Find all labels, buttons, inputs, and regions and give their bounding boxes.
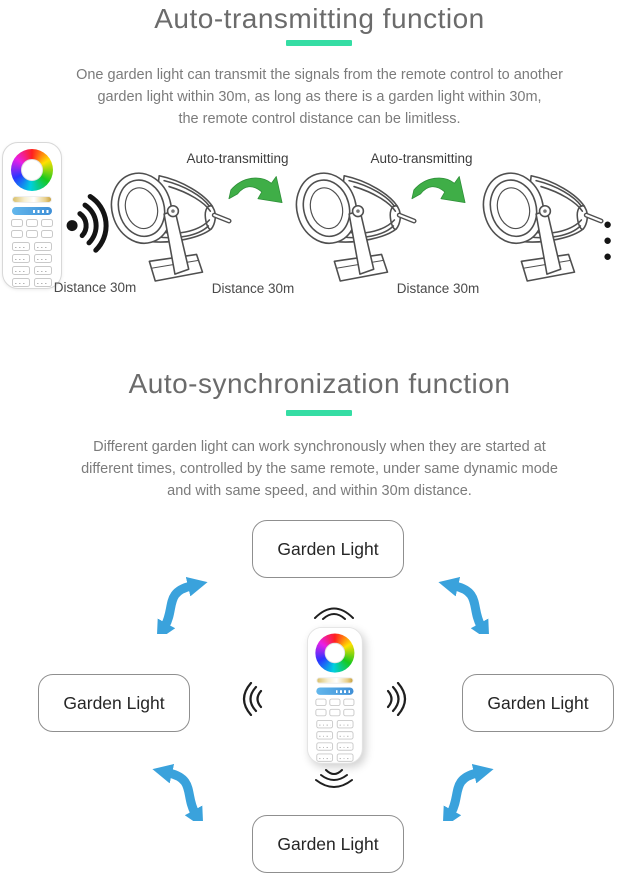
section-transmitting-description: One garden light can transmit the signal…	[0, 64, 639, 130]
section-synchronization-title: Auto-synchronization function	[128, 368, 511, 399]
description-line: Different garden light can work synchron…	[93, 439, 546, 455]
auto-transmitting-label: Auto-transmitting	[370, 151, 473, 166]
color-wheel-icon	[11, 149, 53, 191]
remote-key	[41, 219, 53, 227]
distance-label: Distance 30m	[53, 280, 137, 295]
remote-key	[26, 219, 38, 227]
sync-arrow-icon	[147, 761, 211, 821]
zone-key	[12, 278, 30, 287]
node-label: Garden Light	[487, 692, 589, 713]
zone-keys	[316, 720, 354, 762]
zone-key	[12, 254, 30, 263]
description-line: different times, controlled by the same …	[81, 461, 558, 477]
remote-key	[11, 230, 23, 238]
remote-key	[343, 708, 355, 717]
remote-key	[329, 698, 341, 707]
description-line: One garden light can transmit the signal…	[76, 67, 563, 83]
transmit-arrow-icon	[409, 173, 467, 209]
continuation-dots-icon: ● ● ●	[603, 216, 618, 265]
zone-keys	[12, 242, 52, 287]
mode-keys	[11, 219, 53, 238]
zone-key	[336, 753, 354, 762]
zone-key	[316, 753, 334, 762]
rf-signal-icon	[66, 194, 109, 253]
remote-control	[2, 142, 62, 289]
zone-key	[336, 731, 354, 740]
zone-key	[34, 266, 52, 275]
zone-key	[316, 742, 334, 751]
garden-light-node-bottom: Garden Light	[252, 815, 404, 873]
accent-underline	[286, 40, 352, 46]
description-line: the remote control distance can be limit…	[178, 111, 461, 127]
zone-key	[34, 254, 52, 263]
garden-light-illustration	[482, 159, 604, 283]
zone-key	[336, 720, 354, 729]
zone-key	[34, 242, 52, 251]
section-transmitting-title: Auto-transmitting function	[154, 3, 485, 34]
warm-white-slider	[12, 196, 52, 203]
zone-key	[316, 720, 334, 729]
garden-light-node-top: Garden Light	[252, 520, 404, 578]
signal-waves-top-icon	[314, 607, 354, 620]
remote-key	[329, 708, 341, 717]
remote-key	[41, 230, 53, 238]
zone-key	[12, 242, 30, 251]
zone-key	[316, 731, 334, 740]
sync-arrow-icon	[149, 574, 213, 634]
transmit-arrow-icon	[226, 173, 284, 209]
garden-light-illustration	[295, 159, 417, 283]
signal-waves-right-icon	[386, 682, 407, 716]
signal-waves-left-icon	[242, 682, 263, 716]
garden-light-node-right: Garden Light	[462, 674, 614, 732]
warm-white-slider	[316, 677, 354, 684]
node-label: Garden Light	[63, 692, 165, 713]
zone-key	[336, 742, 354, 751]
remote-key	[26, 230, 38, 238]
brightness-slider	[316, 687, 354, 695]
description-line: garden light within 30m, as long as ther…	[97, 89, 542, 105]
distance-label: Distance 30m	[396, 281, 480, 296]
distance-label: Distance 30m	[211, 281, 295, 296]
garden-light-node-left: Garden Light	[38, 674, 190, 732]
zone-key	[34, 278, 52, 287]
auto-transmitting-label: Auto-transmitting	[186, 151, 289, 166]
node-label: Garden Light	[277, 538, 379, 559]
mode-keys	[315, 698, 355, 717]
signal-waves-bottom-icon	[315, 769, 353, 788]
node-label: Garden Light	[277, 833, 379, 854]
remote-key	[11, 219, 23, 227]
zone-key	[12, 266, 30, 275]
sync-arrow-icon	[433, 574, 497, 634]
brightness-slider	[12, 207, 52, 215]
remote-key	[315, 698, 327, 707]
sync-arrow-icon	[435, 761, 499, 821]
garden-light-illustration	[110, 159, 232, 283]
remote-key	[315, 708, 327, 717]
description-line: and with same speed, and within 30m dist…	[167, 483, 472, 499]
color-wheel-icon	[315, 633, 355, 673]
accent-underline	[286, 410, 352, 416]
remote-control-center	[307, 627, 363, 764]
remote-key	[343, 698, 355, 707]
section-synchronization-description: Different garden light can work synchron…	[0, 436, 639, 502]
